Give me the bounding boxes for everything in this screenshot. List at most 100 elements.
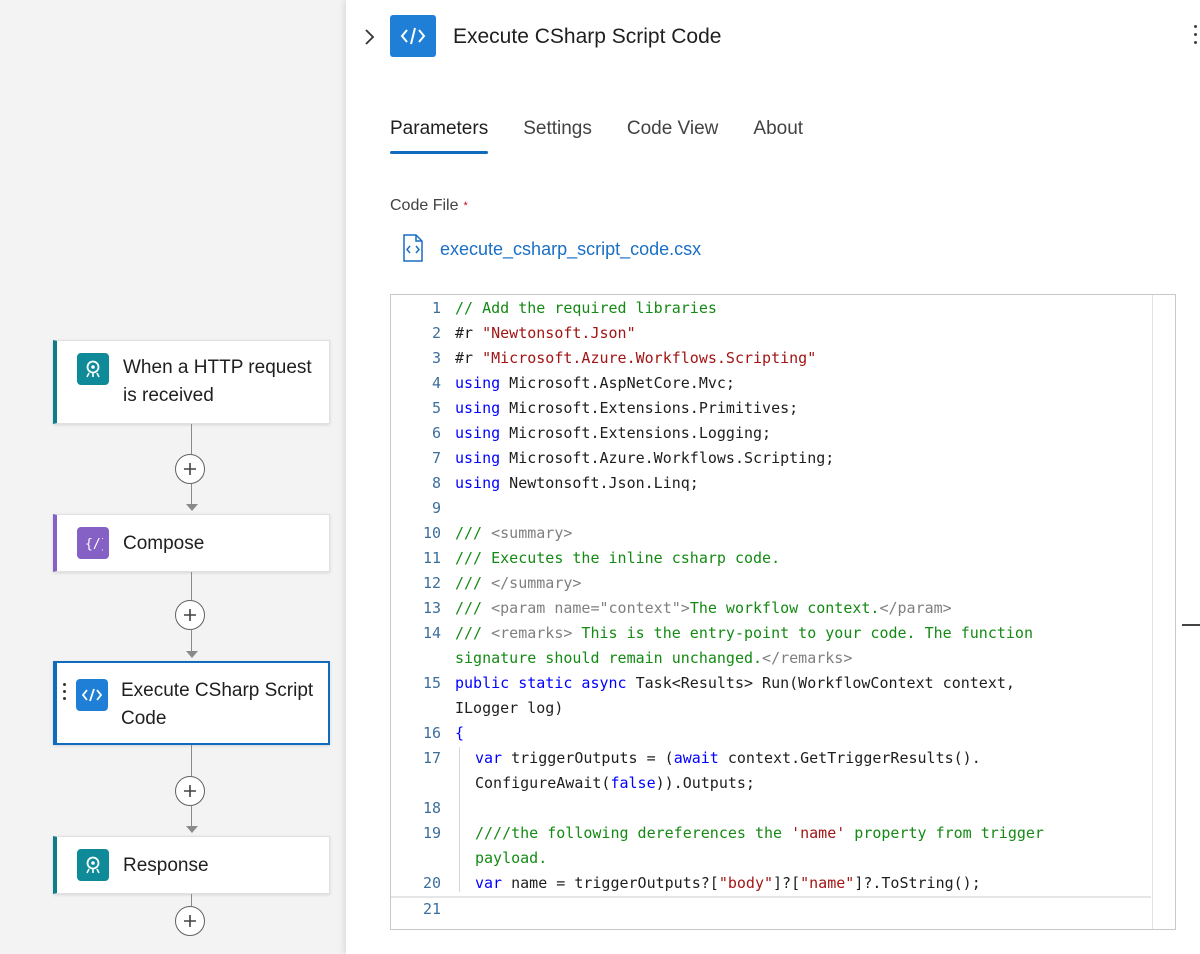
- line-number: 1: [431, 299, 441, 317]
- code-editor[interactable]: 1// Add the required libraries 2#r "Newt…: [390, 294, 1176, 930]
- trigger-card-label: When a HTTP request is received: [123, 357, 312, 406]
- response-card-label: Response: [123, 855, 209, 876]
- chevron-right-icon[interactable]: [360, 24, 380, 50]
- code-icon: [76, 679, 108, 711]
- designer-canvas: When a HTTP request is received {/} Comp…: [0, 0, 346, 954]
- code-text: Task<Results> Run(WorkflowContext contex…: [626, 674, 1015, 692]
- http-request-icon: [77, 849, 109, 881]
- code-comment: /// Executes the inline csharp code.: [455, 549, 781, 567]
- line-number: 7: [431, 449, 441, 467]
- line-number: 11: [422, 549, 441, 567]
- plus-icon: [184, 609, 196, 621]
- line-number: 14: [422, 624, 441, 642]
- line-number: 6: [431, 424, 441, 442]
- tab-parameters[interactable]: Parameters: [390, 112, 489, 154]
- panel-tabs: Parameters Settings Code View About: [390, 112, 803, 154]
- code-file-label-text: Code File: [390, 197, 459, 214]
- add-step-button[interactable]: [175, 776, 205, 806]
- code-doc-tag: <summary>: [491, 524, 573, 542]
- editor-scrollbar[interactable]: [1152, 295, 1175, 929]
- code-comment: ///: [455, 599, 492, 617]
- code-comment: ///: [455, 524, 492, 542]
- code-directive: #r: [455, 349, 483, 367]
- indent-guide: [459, 747, 460, 892]
- panel-title: Execute CSharp Script Code: [453, 25, 722, 48]
- line-number: 13: [422, 599, 441, 617]
- action-card-execute-csharp[interactable]: Execute CSharp Script Code: [53, 661, 330, 745]
- code-keyword: false: [610, 774, 656, 792]
- code-comment: ///: [455, 574, 492, 592]
- code-text: ConfigureAwait(: [475, 774, 611, 792]
- plus-icon: [184, 785, 196, 797]
- action-card-response[interactable]: Response: [53, 836, 330, 894]
- add-step-button[interactable]: [175, 600, 205, 630]
- code-directive: #r: [455, 324, 483, 342]
- code-keyword: using: [455, 374, 501, 392]
- code-text: )).Outputs;: [655, 774, 755, 792]
- connector-line: [191, 424, 192, 454]
- required-marker: *: [463, 200, 468, 212]
- code-keyword: var: [475, 749, 503, 767]
- code-doc-tag: </summary>: [491, 574, 582, 592]
- plus-icon: [184, 915, 196, 927]
- connector-line: [191, 630, 192, 651]
- code-keyword: using: [455, 474, 501, 492]
- code-text: ILogger log): [455, 699, 564, 717]
- line-number: 21: [422, 900, 441, 918]
- code-text: Microsoft.Extensions.Primitives;: [500, 399, 799, 417]
- code-string: 'name': [791, 824, 846, 842]
- code-file-link[interactable]: execute_csharp_script_code.csx: [440, 239, 702, 259]
- line-number: 20: [422, 874, 441, 892]
- action-card-compose[interactable]: {/} Compose: [53, 514, 330, 572]
- trigger-card-http-request[interactable]: When a HTTP request is received: [53, 340, 330, 424]
- code-comment: // Add the required libraries: [455, 299, 717, 317]
- line-number: 3: [431, 349, 441, 367]
- compose-icon: {/}: [77, 527, 109, 559]
- add-step-button[interactable]: [175, 454, 205, 484]
- drag-handle-icon[interactable]: [63, 683, 69, 703]
- code-text: Microsoft.Extensions.Logging;: [500, 424, 772, 442]
- plus-icon: [184, 463, 196, 475]
- code-comment: The workflow context.: [689, 599, 880, 617]
- line-number: 5: [431, 399, 441, 417]
- code-text: Microsoft.Azure.Workflows.Scripting;: [500, 449, 835, 467]
- code-text: name = triggerOutputs?[: [502, 874, 719, 892]
- connector-line: [191, 806, 192, 826]
- add-step-button[interactable]: [175, 906, 205, 936]
- execute-card-label: Execute CSharp Script Code: [121, 680, 314, 729]
- code-brace: {: [455, 724, 465, 742]
- code-doc-tag: </param>: [879, 599, 952, 617]
- arrow-down-icon: [186, 651, 198, 658]
- http-request-icon: [77, 353, 109, 385]
- code-comment: property from trigger: [845, 824, 1044, 842]
- arrow-down-icon: [186, 826, 198, 833]
- code-keyword: using: [455, 449, 501, 467]
- compose-card-label: Compose: [123, 533, 205, 554]
- line-number: 18: [422, 799, 441, 817]
- connector-line: [191, 484, 192, 504]
- tab-about[interactable]: About: [753, 118, 804, 139]
- line-number: 12: [422, 574, 441, 592]
- action-details-panel: Execute CSharp Script Code Parameters Se…: [346, 0, 1200, 954]
- svg-text:{/}: {/}: [85, 537, 103, 552]
- code-keyword: var: [475, 874, 503, 892]
- code-comment: This is the entry-point to your code. Th…: [572, 624, 1033, 642]
- code-doc-tag: </remarks>: [762, 649, 853, 667]
- code-comment: ///: [455, 624, 492, 642]
- tab-code-view[interactable]: Code View: [626, 118, 719, 139]
- code-text: ]?[: [773, 874, 801, 892]
- line-number: 9: [431, 499, 441, 517]
- line-number: 17: [422, 749, 441, 767]
- code-icon: [390, 15, 436, 57]
- more-options-icon[interactable]: [1194, 25, 1200, 47]
- code-string: "name": [800, 874, 855, 892]
- code-text: Newtonsoft.Json.Linq;: [500, 474, 699, 492]
- code-text: triggerOutputs = (: [502, 749, 674, 767]
- code-keyword: using: [455, 399, 501, 417]
- code-keyword: await: [673, 749, 719, 767]
- line-number: 19: [422, 824, 441, 842]
- connector-line: [191, 894, 192, 906]
- tab-settings[interactable]: Settings: [523, 118, 592, 139]
- line-number: 4: [431, 374, 441, 392]
- code-comment: payload.: [475, 849, 548, 867]
